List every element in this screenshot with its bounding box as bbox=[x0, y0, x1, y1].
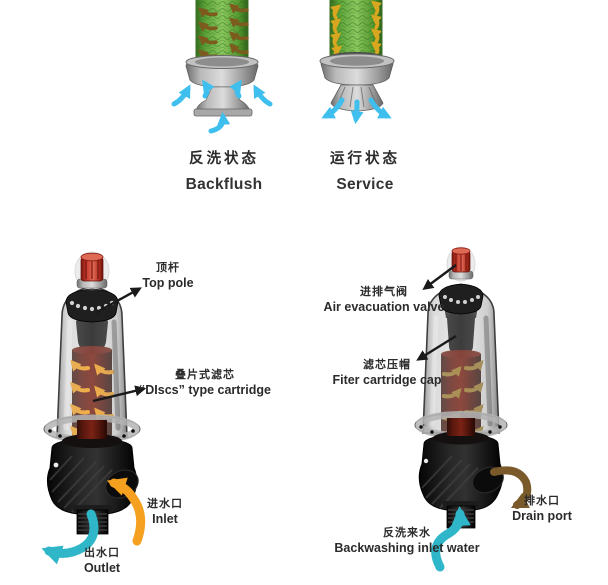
service-cartridge-illustration bbox=[319, 0, 395, 125]
valve-ribs bbox=[455, 253, 467, 271]
backwash-flow-arrow bbox=[431, 506, 471, 572]
air-valve-en: Air evacuation valve bbox=[323, 299, 445, 314]
backflush-state-label: 反洗状态 Backflush bbox=[186, 150, 263, 194]
cartridge-cap-pointer bbox=[416, 334, 457, 361]
housing-highlight bbox=[63, 319, 73, 431]
cartridge-nozzle bbox=[195, 86, 251, 111]
air-valve-zh: 进排气阀 bbox=[360, 286, 408, 298]
top-pole-zh: 顶杆 bbox=[156, 262, 180, 274]
drain-port-en: Drain port bbox=[512, 508, 572, 523]
outlet-label: 出水口 Outlet bbox=[84, 547, 120, 575]
drain-port-zh: 排水口 bbox=[523, 495, 560, 507]
outlet-zh: 出水口 bbox=[83, 547, 120, 559]
backflush-cartridge-illustration bbox=[171, 0, 273, 134]
service-state-zh: 运行状态 bbox=[330, 151, 400, 167]
housing-shadow bbox=[111, 319, 121, 431]
left-filter-unit-illustration bbox=[41, 251, 146, 565]
backwash-en: Backwashing inlet water bbox=[334, 540, 480, 555]
discs-cartridge-pointer bbox=[92, 385, 147, 403]
bolt-ring bbox=[65, 288, 119, 323]
housing-shadow bbox=[483, 315, 493, 427]
valve-top bbox=[451, 247, 471, 255]
service-state-label: 运行状态 Service bbox=[330, 150, 400, 194]
bolt-ring-bolts bbox=[443, 295, 480, 304]
collar-rim-inner bbox=[330, 56, 384, 66]
air-valve-pointer bbox=[422, 264, 457, 290]
backflush-water-arrows bbox=[171, 79, 273, 134]
drain-port-label: 排水口 Drain port bbox=[512, 495, 572, 523]
top-pole-pointer bbox=[94, 287, 142, 315]
backflush-state-en: Backflush bbox=[185, 176, 263, 194]
top-pole-en: Top pole bbox=[142, 275, 194, 290]
outlet-flow-arrow bbox=[41, 509, 99, 565]
air-valve-label: 进排气阀 Air evacuation valve bbox=[324, 286, 445, 314]
body-bolt-dot bbox=[423, 458, 429, 464]
backwash-zh: 反洗来水 bbox=[383, 527, 431, 539]
bolt-ring bbox=[438, 283, 484, 315]
skirt-grooves bbox=[337, 86, 377, 108]
cartridge-cap-en: Fiter cartridge cap bbox=[332, 372, 442, 387]
top-pole-label: 顶杆 Top pole bbox=[142, 262, 193, 290]
top-pole-ribs bbox=[85, 259, 99, 279]
body-bolt-dot bbox=[53, 462, 59, 468]
collar-rim-inner bbox=[195, 57, 249, 67]
inlet-flow-arrow bbox=[106, 477, 146, 546]
discs-cartridge-en: “DIscs” type cartridge bbox=[139, 382, 271, 397]
cartridge-cap-zh: 滤芯压帽 bbox=[362, 359, 411, 371]
inlet-zh: 进水口 bbox=[147, 498, 183, 510]
drain-flow-arrow bbox=[490, 466, 532, 509]
housing-highlight bbox=[429, 315, 439, 427]
service-water-arrows bbox=[321, 97, 392, 125]
discs-cartridge-zh: 叠片式滤芯 bbox=[175, 369, 235, 381]
cartridge-through-mouth bbox=[447, 418, 475, 436]
cartridge-through-mouth bbox=[77, 420, 107, 439]
right-filter-unit-illustration bbox=[414, 246, 532, 572]
callout-pointer-arrows bbox=[92, 264, 457, 403]
backflush-state-zh: 反洗状态 bbox=[189, 151, 259, 167]
backwash-label: 反洗来水 Backwashing inlet water bbox=[334, 527, 479, 555]
service-state-en: Service bbox=[336, 176, 394, 194]
outlet-en: Outlet bbox=[83, 560, 121, 575]
inlet-label: 进水口 Inlet bbox=[147, 498, 183, 526]
discs-cartridge-label: 叠片式滤芯 “DIscs” type cartridge bbox=[139, 369, 271, 397]
cartridge-cap-label: 滤芯压帽 Fiter cartridge cap bbox=[332, 359, 441, 387]
top-pole-top bbox=[80, 252, 104, 262]
inlet-en: Inlet bbox=[152, 511, 178, 526]
